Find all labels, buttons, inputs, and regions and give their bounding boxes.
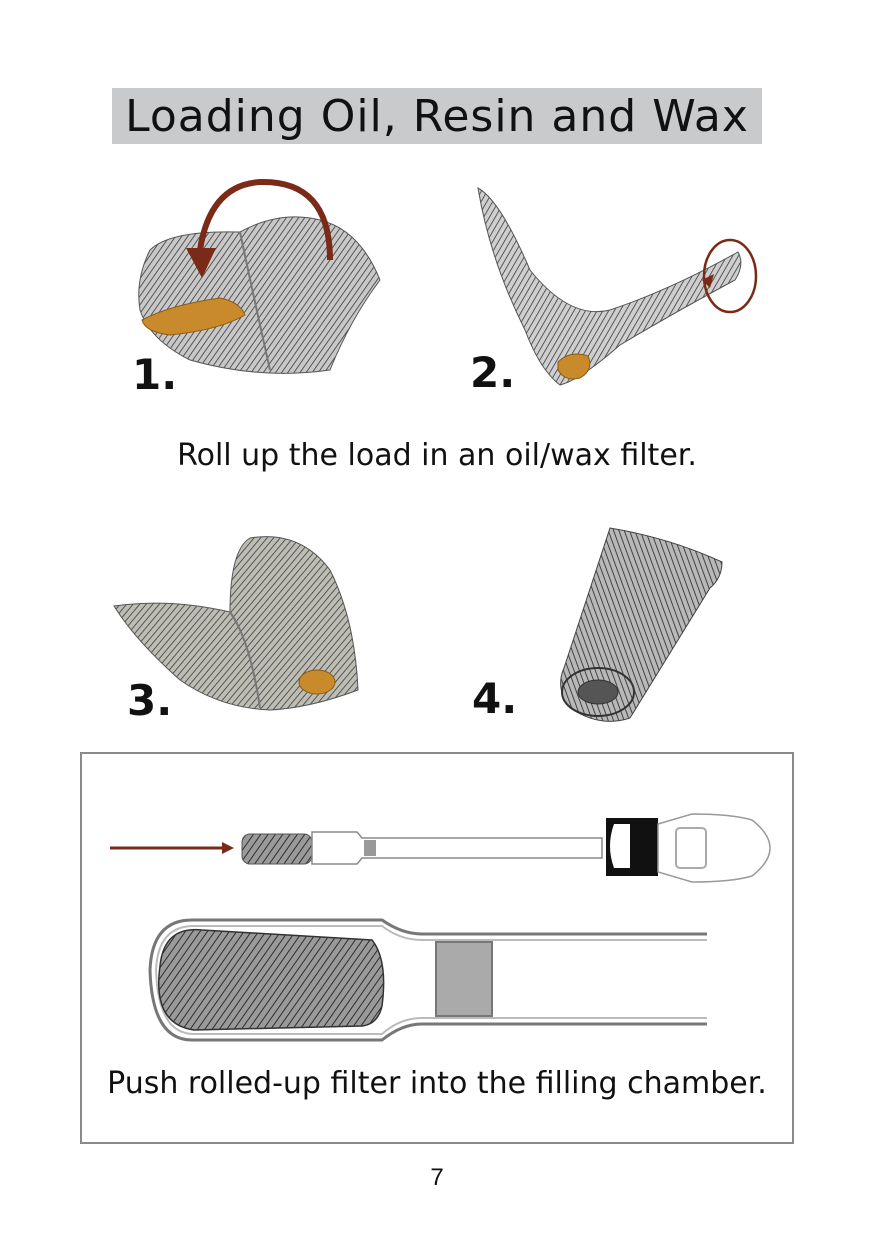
page-title-banner: Loading Oil, Resin and Wax: [112, 88, 762, 144]
step-2-illustration: [477, 187, 758, 386]
filling-tool: [241, 813, 771, 883]
step-4-illustration: [560, 527, 723, 722]
step-1-illustration: [138, 178, 381, 374]
step-1-number: 1.: [132, 350, 178, 399]
step-2-number: 2.: [470, 348, 516, 397]
chamber-enlarged: [148, 918, 707, 1042]
step-3-illustration: [113, 536, 359, 711]
filling-chamber-panel: Push rolled-up filter into the filling c…: [80, 752, 794, 1144]
page-number: 7: [430, 1164, 444, 1191]
filling-chamber-diagram: [110, 813, 771, 1042]
push-instruction: Push rolled-up filter into the filling c…: [107, 1066, 767, 1101]
step-4-number: 4.: [472, 674, 518, 723]
roll-instruction: Roll up the load in an oil/wax filter.: [177, 438, 697, 473]
insert-arrow-icon: [110, 842, 234, 854]
page-title: Loading Oil, Resin and Wax: [125, 90, 749, 142]
step-3-number: 3.: [127, 676, 173, 725]
